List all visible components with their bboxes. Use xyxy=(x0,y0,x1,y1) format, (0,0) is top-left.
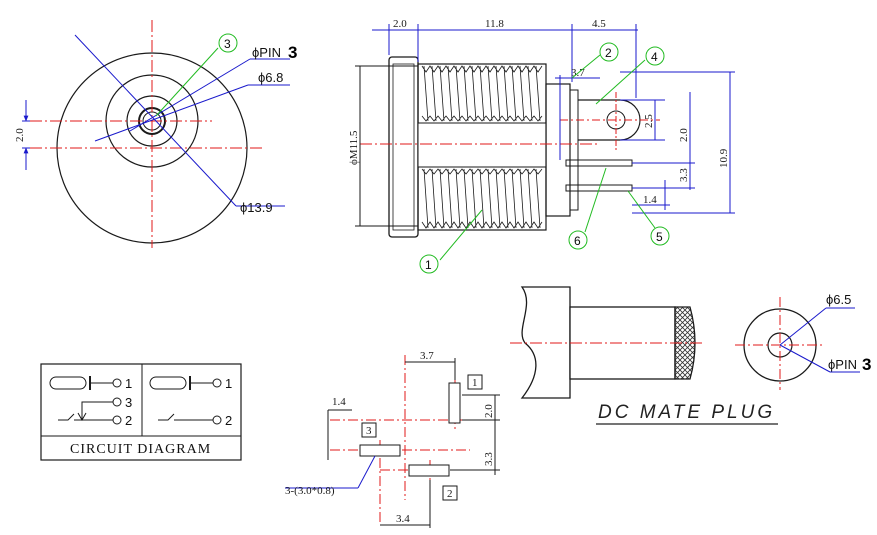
circuit-right-plug xyxy=(149,376,187,390)
side-dim-thread-len: 11.8 xyxy=(485,18,504,30)
front-view: 2.0 3 ϕPIN 3 ϕ6.8 ϕ13.9 xyxy=(14,20,297,248)
fp-dim-bottom: 3.4 xyxy=(396,513,410,525)
circuit-left-plug xyxy=(49,376,87,390)
side-flange-inner xyxy=(392,63,415,231)
callout-1-leader xyxy=(439,209,483,261)
circuit-left-contact xyxy=(58,413,113,421)
callout-5-leader xyxy=(627,190,656,229)
side-dim-lug-hole: 2.5 xyxy=(643,114,655,128)
fp-slot-3 xyxy=(359,444,401,457)
side-rear-plate xyxy=(569,89,579,211)
fp-note-leader xyxy=(357,455,376,489)
side-rear-block xyxy=(545,83,571,217)
circuit-right-pin-1: 1 xyxy=(225,376,232,391)
circuit-right-term-1 xyxy=(212,378,222,388)
front-leader-pin xyxy=(129,58,251,132)
callout-2-circle xyxy=(599,42,619,62)
plug-title: DC MATE PLUG xyxy=(598,402,775,423)
side-bore xyxy=(417,122,547,168)
front-dim-hole: ϕ6.8 xyxy=(258,70,283,85)
circuit-diagram: 1 3 2 1 2 CIRCUIT DIAGRAM xyxy=(40,363,242,461)
front-dim-pin-number: 3 xyxy=(288,43,297,62)
callout-1: 1 xyxy=(425,258,432,272)
fp-dim-top: 3.7 xyxy=(420,350,434,362)
front-dim-outer: ϕ13.9 xyxy=(240,200,273,215)
fp-dim-vert-top: 2.0 xyxy=(483,404,495,418)
front-dim-offset: 2.0 xyxy=(14,128,26,142)
fp-pad-2-box xyxy=(442,485,458,501)
dc-mate-plug: ϕ6.5 ϕPIN 3 DC MATE PLUG xyxy=(510,286,871,425)
plug-leader-outer xyxy=(779,307,827,346)
side-dim-rear: 4.5 xyxy=(592,18,606,30)
fp-pad-2: 2 xyxy=(447,488,453,500)
front-leader-hole xyxy=(94,84,249,142)
circuit-left-term-1 xyxy=(112,378,122,388)
circuit-left-term-2 xyxy=(112,415,122,425)
circuit-right-pin-2: 2 xyxy=(225,413,232,428)
front-callout-leader xyxy=(155,47,219,117)
callout-5: 5 xyxy=(656,230,663,244)
plug-leader-pin xyxy=(779,344,831,373)
side-dim-pin-gap: 2.0 xyxy=(678,128,690,142)
callout-4-leader xyxy=(595,59,646,105)
callout-4: 4 xyxy=(651,50,658,64)
fp-pad-3: 3 xyxy=(366,425,372,437)
fp-pad-3-box xyxy=(361,422,377,438)
side-thread-top xyxy=(421,65,543,122)
side-pin-upper xyxy=(565,159,633,167)
front-dim-pin-label: ϕPIN xyxy=(252,45,281,60)
fp-pad-1: 1 xyxy=(472,377,478,389)
plug-dim-outer: ϕ6.5 xyxy=(826,292,851,307)
side-thread-bottom xyxy=(421,168,543,229)
fp-dim-vert-bottom: 3.3 xyxy=(483,452,495,466)
pcb-footprint: 3.7 1.4 2.0 3.3 3.4 3-(3.0*0.8) 1 3 2 xyxy=(285,350,500,528)
circuit-right-term-2 xyxy=(212,415,222,425)
side-lug xyxy=(578,99,641,141)
circuit-left-pin-2: 2 xyxy=(125,413,132,428)
fp-slot-1 xyxy=(448,382,461,424)
circuit-left-term-3 xyxy=(112,397,122,407)
side-view: 2.0 11.8 4.5 3.7 ϕM11.5 10.9 2.5 2.0 3.3… xyxy=(348,18,735,274)
circuit-frame xyxy=(40,363,242,461)
plug-dim-pin-number: 3 xyxy=(862,355,871,374)
callout-1-circle xyxy=(419,254,439,274)
callout-6-circle xyxy=(568,230,588,250)
side-dim-height: 10.9 xyxy=(718,148,730,168)
plug-dim-pin-label: ϕPIN xyxy=(828,357,857,372)
callout-6-leader xyxy=(584,167,607,233)
circuit-caption: CIRCUIT DIAGRAM xyxy=(70,442,211,457)
callout-4-circle xyxy=(645,46,665,66)
side-dim-pin-thk: 1.4 xyxy=(643,194,657,206)
circuit-left-switch xyxy=(81,401,113,420)
callout-2: 2 xyxy=(605,46,612,60)
side-dim-flange: 2.0 xyxy=(393,18,407,30)
front-callout-3: 3 xyxy=(224,37,231,51)
fp-slot-note: 3-(3.0*0.8) xyxy=(285,485,335,497)
fp-slot-2 xyxy=(408,464,450,477)
side-dim-thread-dia: ϕM11.5 xyxy=(348,130,360,165)
callout-2-leader xyxy=(571,54,601,79)
fp-pad-1-box xyxy=(467,374,483,390)
side-dim-pin-pitch: 3.3 xyxy=(678,168,690,182)
callout-5-circle xyxy=(650,226,670,246)
front-callout-3-circle xyxy=(218,33,238,53)
plug-knurl xyxy=(674,306,696,380)
callout-6: 6 xyxy=(574,234,581,248)
circuit-left-pin-3: 3 xyxy=(125,395,132,410)
front-leader-outer xyxy=(74,34,237,207)
circuit-right-contact xyxy=(158,413,213,421)
circuit-left-pin-1: 1 xyxy=(125,376,132,391)
fp-dim-left: 1.4 xyxy=(332,396,346,408)
